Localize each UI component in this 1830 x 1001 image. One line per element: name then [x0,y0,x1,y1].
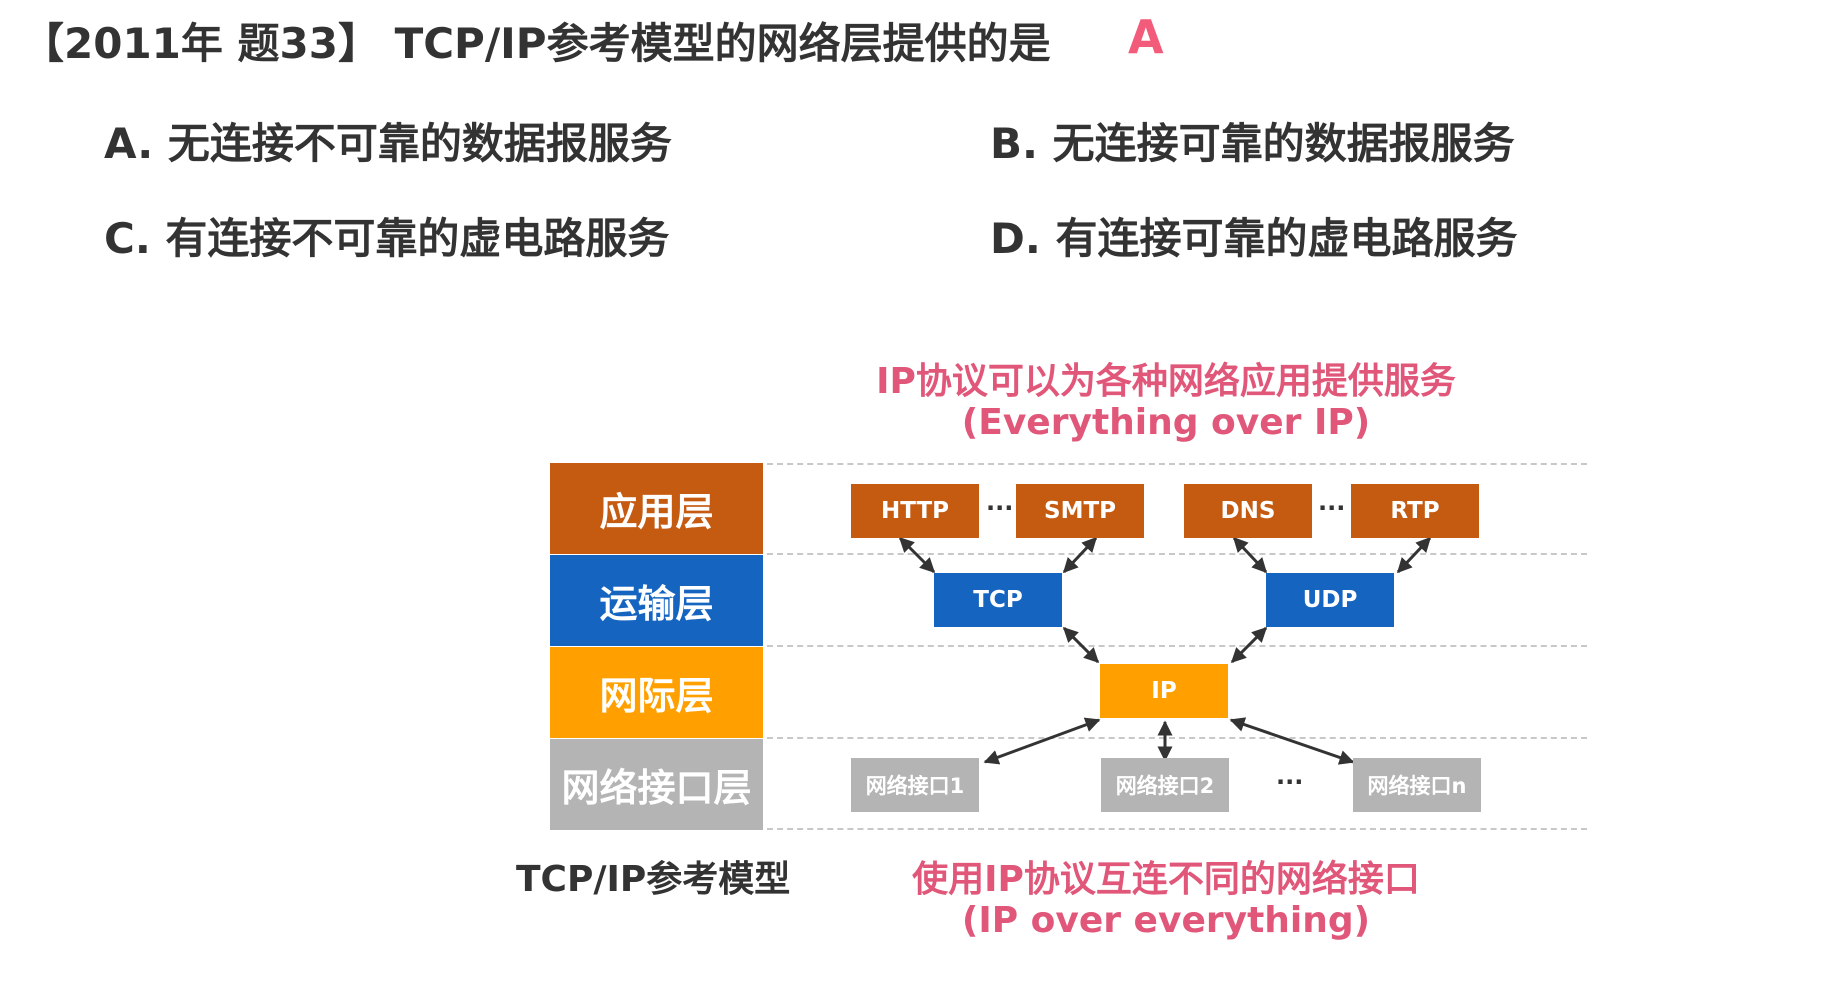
network-interface-layer-block: 网络接口层 [550,739,763,830]
udp-box: UDP [1266,573,1394,627]
network-interface-2-box: 网络接口2 [1101,758,1229,812]
arrow-ip-ifn [1229,717,1355,765]
top-note-line2: (Everything over IP) [961,402,1371,443]
arrow-tcp-ip [1062,626,1100,664]
network-interface-n-box: 网络接口n [1353,758,1481,812]
layer-divider [767,553,1587,555]
smtp-box: SMTP [1016,484,1144,538]
arrow-udp-ip [1230,626,1268,664]
arrow-http-tcp [898,536,936,574]
http-box: HTTP [851,484,979,538]
answer-label: A [1128,10,1164,64]
option-a: A. 无连接不可靠的数据报服务 [104,119,672,168]
model-caption: TCP/IP参考模型 [516,859,791,900]
option-b: B. 无连接可靠的数据报服务 [990,119,1515,168]
layer-divider [767,828,1587,830]
arrow-smtp-tcp [1062,536,1098,574]
layer-divider [767,737,1587,739]
option-d: D. 有连接可靠的虚电路服务 [990,214,1518,263]
layer-divider [767,645,1587,647]
bottom-note-line1: 使用IP协议互连不同的网络接口 [912,859,1420,900]
dns-box: DNS [1184,484,1312,538]
layer-divider [767,463,1587,465]
tcp-box: TCP [934,573,1062,627]
network-interface-1-box: 网络接口1 [851,758,979,812]
arrow-ip-if1 [983,717,1101,765]
option-c: C. 有连接不可靠的虚电路服务 [104,214,670,263]
question-title: 【2011年 题33】 TCP/IP参考模型的网络层提供的是 [22,19,1051,68]
arrow-dns-udp [1232,536,1268,574]
ip-box: IP [1100,664,1228,718]
top-note-line1: IP协议可以为各种网络应用提供服务 [876,361,1456,402]
transport-layer-block: 运输层 [550,555,763,646]
internet-layer-block: 网际层 [550,647,763,738]
ellipsis: ··· [986,494,1014,522]
ellipsis: ··· [1318,494,1346,522]
rtp-box: RTP [1351,484,1479,538]
bottom-note-line2: (IP over everything) [961,900,1371,941]
application-layer-block: 应用层 [550,463,763,554]
ellipsis: ··· [1276,768,1304,796]
arrow-rtp-udp [1396,536,1432,574]
